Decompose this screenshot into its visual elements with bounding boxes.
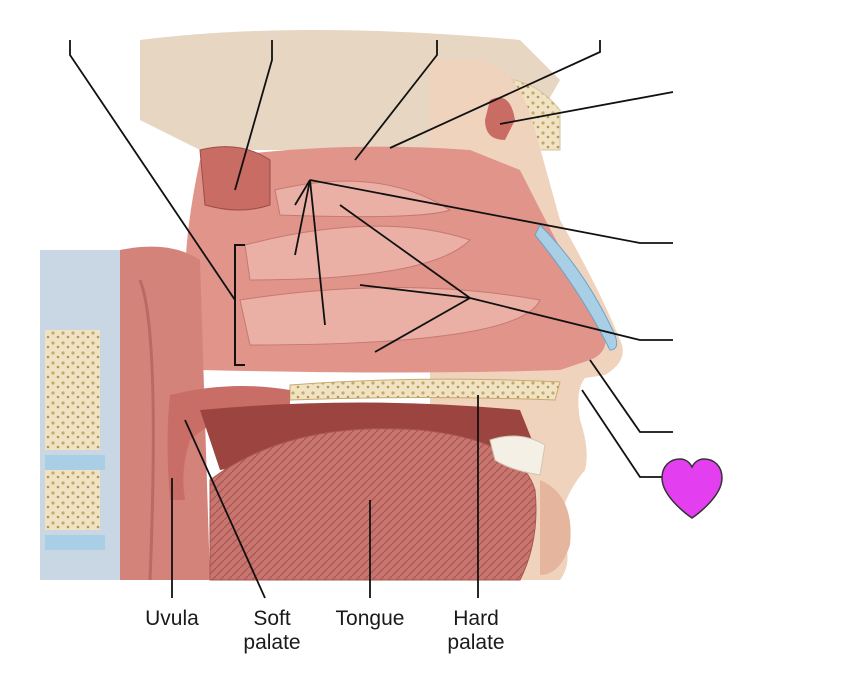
soft-palate [167,386,290,500]
heart-icon [661,458,723,519]
tongue [209,428,537,581]
label-soft-palate: Soft palate [232,607,312,655]
lower-lip [540,480,571,575]
nasal-cartilage [534,224,618,351]
upper-teeth [489,435,546,476]
leader-lines [69,40,674,599]
label-soft-palate-line1: Soft [253,607,291,630]
conchae-bracket [234,244,245,366]
label-soft-palate-line2: palate [243,631,301,654]
superior-concha [274,180,452,218]
middle-concha [244,225,471,281]
sphenoid-sinus [199,146,271,211]
label-hard-palate-line2: palate [447,631,505,654]
frontal-sinus [485,97,515,140]
label-hard-palate-line1: Hard [453,607,499,630]
pharynx [120,246,210,580]
label-hard-palate: Hard palate [436,607,516,655]
hard-palate [289,378,561,401]
label-uvula: Uvula [145,607,199,630]
label-tongue: Tongue [335,607,405,630]
